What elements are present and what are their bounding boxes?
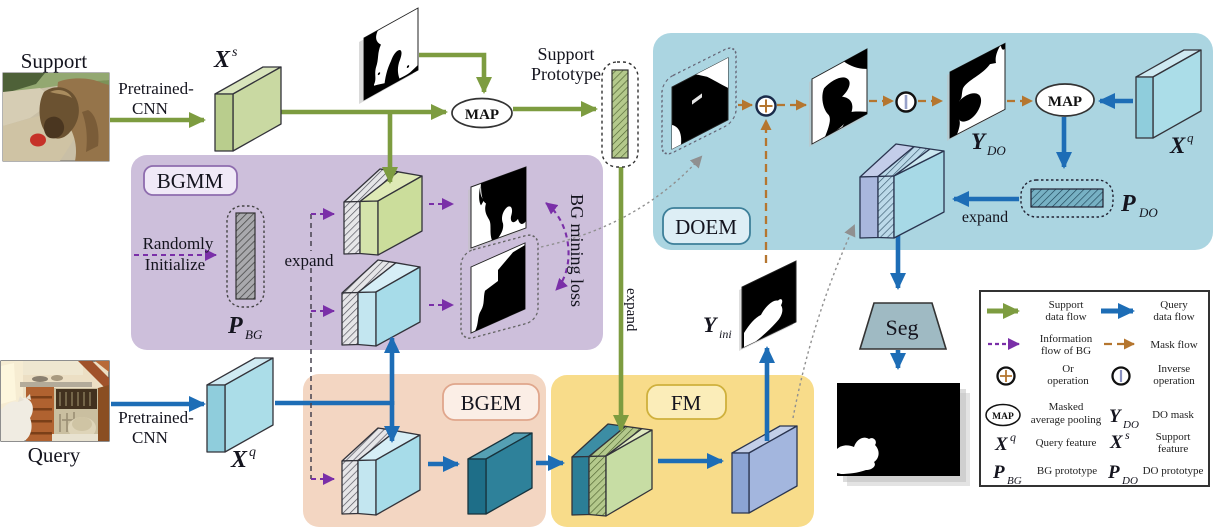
svg-text:CNN: CNN bbox=[132, 99, 168, 118]
svg-text:BGMM: BGMM bbox=[157, 169, 224, 193]
svg-text:ini: ini bbox=[719, 327, 732, 341]
svg-text:operation: operation bbox=[1047, 375, 1089, 387]
svg-text:Prototype: Prototype bbox=[531, 64, 601, 84]
svg-text:X: X bbox=[230, 447, 248, 473]
svg-text:flow of BG: flow of BG bbox=[1041, 345, 1091, 357]
svg-text:Y: Y bbox=[1109, 406, 1123, 427]
svg-text:P: P bbox=[992, 462, 1005, 483]
svg-text:q: q bbox=[1187, 130, 1194, 145]
svg-text:BG: BG bbox=[1007, 475, 1022, 487]
svg-text:X: X bbox=[213, 47, 231, 73]
svg-text:operation: operation bbox=[1153, 375, 1195, 387]
svg-text:data flow: data flow bbox=[1153, 311, 1194, 323]
svg-text:MAP: MAP bbox=[992, 412, 1014, 422]
svg-text:Information: Information bbox=[1040, 333, 1093, 345]
svg-text:Inverse: Inverse bbox=[1158, 363, 1190, 375]
svg-text:Pretrained-: Pretrained- bbox=[118, 79, 194, 98]
svg-text:P: P bbox=[1107, 462, 1120, 483]
svg-text:Or: Or bbox=[1062, 363, 1074, 375]
svg-text:Initialize: Initialize bbox=[145, 255, 205, 274]
svg-text:BG prototype: BG prototype bbox=[1037, 465, 1097, 477]
svg-text:s: s bbox=[232, 45, 238, 60]
svg-text:expand: expand bbox=[623, 288, 639, 332]
svg-text:X: X bbox=[1169, 133, 1186, 158]
svg-text:Support: Support bbox=[1049, 299, 1084, 311]
svg-text:Support: Support bbox=[1156, 431, 1191, 443]
svg-text:DO prototype: DO prototype bbox=[1143, 465, 1204, 477]
svg-text:feature: feature bbox=[1158, 443, 1189, 455]
svg-text:BGEM: BGEM bbox=[461, 391, 522, 415]
svg-text:MAP: MAP bbox=[465, 107, 499, 123]
svg-text:P: P bbox=[227, 313, 243, 339]
svg-text:Masked: Masked bbox=[1049, 401, 1084, 413]
svg-text:Mask flow: Mask flow bbox=[1150, 339, 1197, 351]
svg-text:BG mining loss: BG mining loss bbox=[567, 194, 587, 307]
svg-text:CNN: CNN bbox=[132, 428, 168, 447]
svg-text:q: q bbox=[249, 445, 256, 460]
svg-text:average pooling: average pooling bbox=[1031, 414, 1102, 426]
svg-text:expand: expand bbox=[284, 251, 334, 270]
svg-text:Randomly: Randomly bbox=[143, 234, 214, 253]
svg-text:Support: Support bbox=[21, 49, 88, 73]
svg-text:MAP: MAP bbox=[1048, 94, 1082, 110]
svg-text:Query: Query bbox=[28, 443, 81, 467]
svg-text:DO: DO bbox=[1121, 475, 1138, 487]
svg-text:Query: Query bbox=[1160, 299, 1188, 311]
svg-text:Support: Support bbox=[537, 44, 594, 64]
svg-text:DO: DO bbox=[986, 143, 1006, 158]
svg-text:data flow: data flow bbox=[1045, 311, 1086, 323]
svg-text:s: s bbox=[1125, 428, 1130, 442]
svg-text:Pretrained-: Pretrained- bbox=[118, 408, 194, 427]
svg-text:expand: expand bbox=[962, 209, 1008, 226]
svg-text:Query feature: Query feature bbox=[1036, 437, 1097, 449]
svg-text:q: q bbox=[1010, 430, 1016, 444]
svg-text:DO: DO bbox=[1122, 419, 1139, 431]
svg-text:DO mask: DO mask bbox=[1152, 409, 1194, 421]
svg-text:FM: FM bbox=[671, 391, 702, 415]
svg-text:X: X bbox=[1109, 432, 1124, 453]
svg-text:Seg: Seg bbox=[886, 315, 919, 340]
svg-text:BG: BG bbox=[245, 327, 263, 342]
svg-text:DO: DO bbox=[1138, 205, 1158, 220]
svg-text:Y: Y bbox=[703, 312, 719, 337]
svg-text:Y: Y bbox=[971, 129, 987, 154]
svg-text:DOEM: DOEM bbox=[675, 215, 737, 239]
svg-text:P: P bbox=[1120, 191, 1136, 217]
svg-text:X: X bbox=[994, 434, 1009, 455]
